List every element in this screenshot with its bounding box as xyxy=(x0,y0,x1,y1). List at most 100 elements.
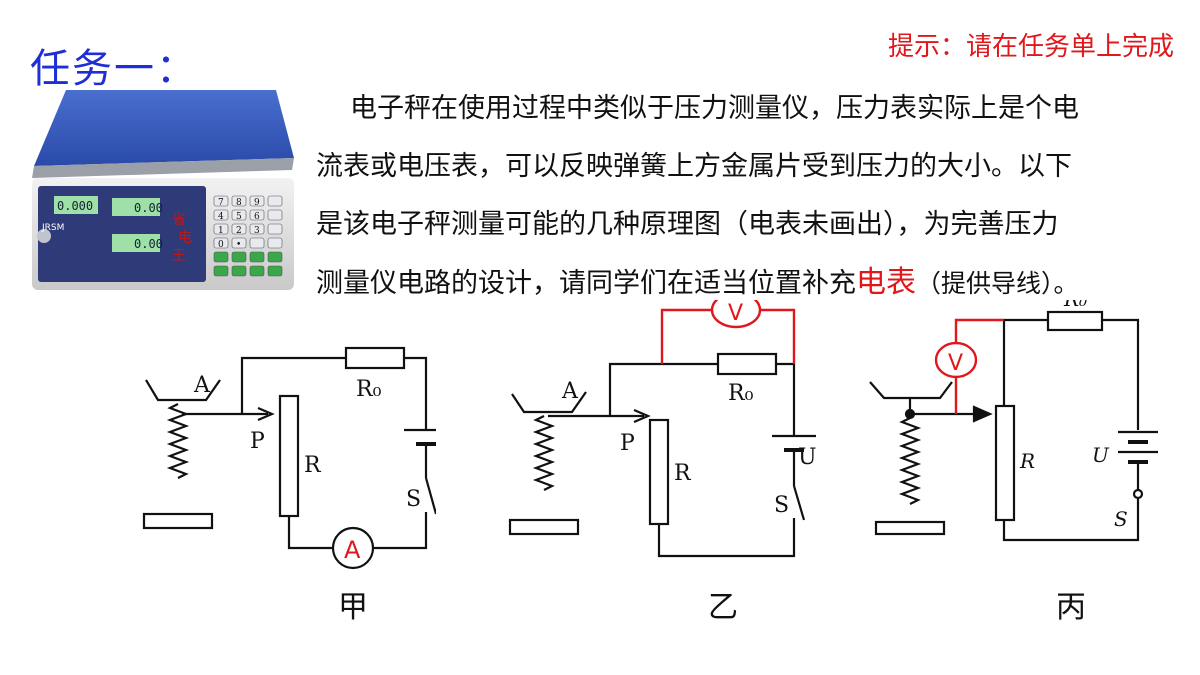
label-s: S xyxy=(406,487,421,512)
label-s: S xyxy=(1114,507,1128,531)
display-right-top xyxy=(112,198,160,216)
resistor-r0 xyxy=(716,352,778,376)
keypad-key-label: 8 xyxy=(236,198,242,208)
keypad-key xyxy=(267,223,283,235)
keypad-key xyxy=(231,237,247,249)
wire-top-left xyxy=(240,356,346,414)
caption-yi: 乙 xyxy=(708,590,738,625)
keypad-key xyxy=(231,209,247,221)
task-title: 任务一： xyxy=(30,46,198,92)
voltmeter-label: V xyxy=(948,351,963,376)
voltmeter-wires xyxy=(954,318,1004,414)
voltmeter-label: V xyxy=(728,301,743,326)
keypad-key xyxy=(267,209,283,221)
display-right-bottom xyxy=(112,234,160,252)
display-main-value: 0.000 xyxy=(57,199,93,213)
base xyxy=(142,512,214,530)
keypad-key-label: 7 xyxy=(218,198,224,208)
keypad-key xyxy=(267,251,283,263)
label-u: U xyxy=(798,445,816,470)
label-r: R xyxy=(1019,449,1035,473)
label-r0: R₀ xyxy=(728,381,754,406)
keypad-key xyxy=(249,223,265,235)
keypad-key xyxy=(213,209,229,221)
display-main xyxy=(54,196,98,214)
rheostat-r xyxy=(648,418,670,526)
task-description: 电子秤在使用过程中类似于压力测量仪，压力表实际上是个电 流表或电压表，可以反映弹… xyxy=(316,80,1186,313)
base xyxy=(874,520,946,536)
voltmeter-wires xyxy=(660,308,796,364)
slider-arrow xyxy=(257,406,275,422)
description-line-3: 是该电子秤测量可能的几种原理图（电表未画出），为完善压力 xyxy=(316,209,1059,240)
base xyxy=(508,518,580,536)
keypad-key-label: 0 xyxy=(218,240,224,250)
label-p: P xyxy=(250,429,265,454)
keypad-key-label: 3 xyxy=(254,226,260,236)
description-line-4-end: （提供导线）。 xyxy=(916,269,1079,298)
description-line-1: 电子秤在使用过程中类似于压力测量仪，压力表实际上是个电 xyxy=(350,93,1079,124)
highlight-meter-word: 电表 xyxy=(856,265,916,300)
keypad-key xyxy=(231,223,247,235)
pan-a xyxy=(145,379,221,402)
rheostat-r xyxy=(278,394,300,518)
slider-arrow xyxy=(972,405,993,423)
keypad-key xyxy=(267,265,283,277)
label-r: R xyxy=(674,461,692,486)
scale-brand: JRSM xyxy=(41,223,64,233)
keypad-key xyxy=(231,195,247,207)
keypad-key xyxy=(213,237,229,249)
scale-side-char-1: 省 xyxy=(172,212,186,228)
keypad-key xyxy=(249,195,265,207)
scale-side-char-3: 王 xyxy=(172,248,186,264)
resistor-r0 xyxy=(344,346,406,370)
circuit-diagram-yi: V A P R R₀ U S xyxy=(508,300,816,558)
scale-side-char-2: 电 xyxy=(178,230,192,246)
rheostat-r xyxy=(994,404,1016,522)
display-right-top-value: 0.00 xyxy=(134,201,163,215)
keypad-key-label: 4 xyxy=(218,212,224,222)
keypad-key-label: 5 xyxy=(236,212,242,222)
label-a: A xyxy=(561,379,579,404)
description-line-4: 测量仪电路的设计，请同学们在适当位置补充电表（提供导线）。 xyxy=(316,254,1186,313)
keypad-key-label: 1 xyxy=(218,226,224,236)
keypad-key xyxy=(249,265,265,277)
pan xyxy=(869,381,953,400)
keypad-key xyxy=(249,251,265,263)
switch-s xyxy=(792,485,806,521)
label-u: U xyxy=(1092,443,1110,467)
wire-top-right xyxy=(404,356,428,430)
label-r0: R₀ xyxy=(1063,300,1087,311)
ammeter-label: A xyxy=(344,536,361,564)
voltmeter xyxy=(934,341,978,379)
caption-jia: 甲 xyxy=(338,590,368,625)
keypad-key-label: 9 xyxy=(254,198,260,208)
label-r: R xyxy=(304,453,322,478)
switch-s xyxy=(424,477,436,515)
resistor-r0 xyxy=(1046,310,1104,332)
pan-a xyxy=(511,391,587,414)
label-r0: R₀ xyxy=(356,377,382,402)
keypad-key xyxy=(213,265,229,277)
keypad-key xyxy=(249,209,265,221)
description-line-4-text: 测量仪电路的设计，请同学们在适当位置补充 xyxy=(316,268,856,299)
ammeter xyxy=(331,526,375,570)
label-p: P xyxy=(620,431,635,456)
keypad-key xyxy=(213,223,229,235)
keypad-key xyxy=(213,251,229,263)
spring xyxy=(532,415,556,491)
keypad-key xyxy=(231,251,247,263)
keypad-key xyxy=(213,195,229,207)
keypad-key xyxy=(267,237,283,249)
keypad-key-label: 6 xyxy=(254,212,260,222)
label-s: S xyxy=(774,493,789,518)
caption-bing: 丙 xyxy=(1056,590,1086,625)
hint-text: 提示：请在任务单上完成 xyxy=(887,32,1174,62)
keypad-key xyxy=(267,195,283,207)
display-right-bottom-value: 0.00 xyxy=(134,237,163,251)
keypad-key-label: 2 xyxy=(236,226,242,236)
slider-arrow xyxy=(633,408,651,424)
switch-s xyxy=(1002,498,1140,542)
scale-platform xyxy=(34,90,294,166)
circuit-diagram-jia: A A P R R₀ U S xyxy=(142,346,436,570)
